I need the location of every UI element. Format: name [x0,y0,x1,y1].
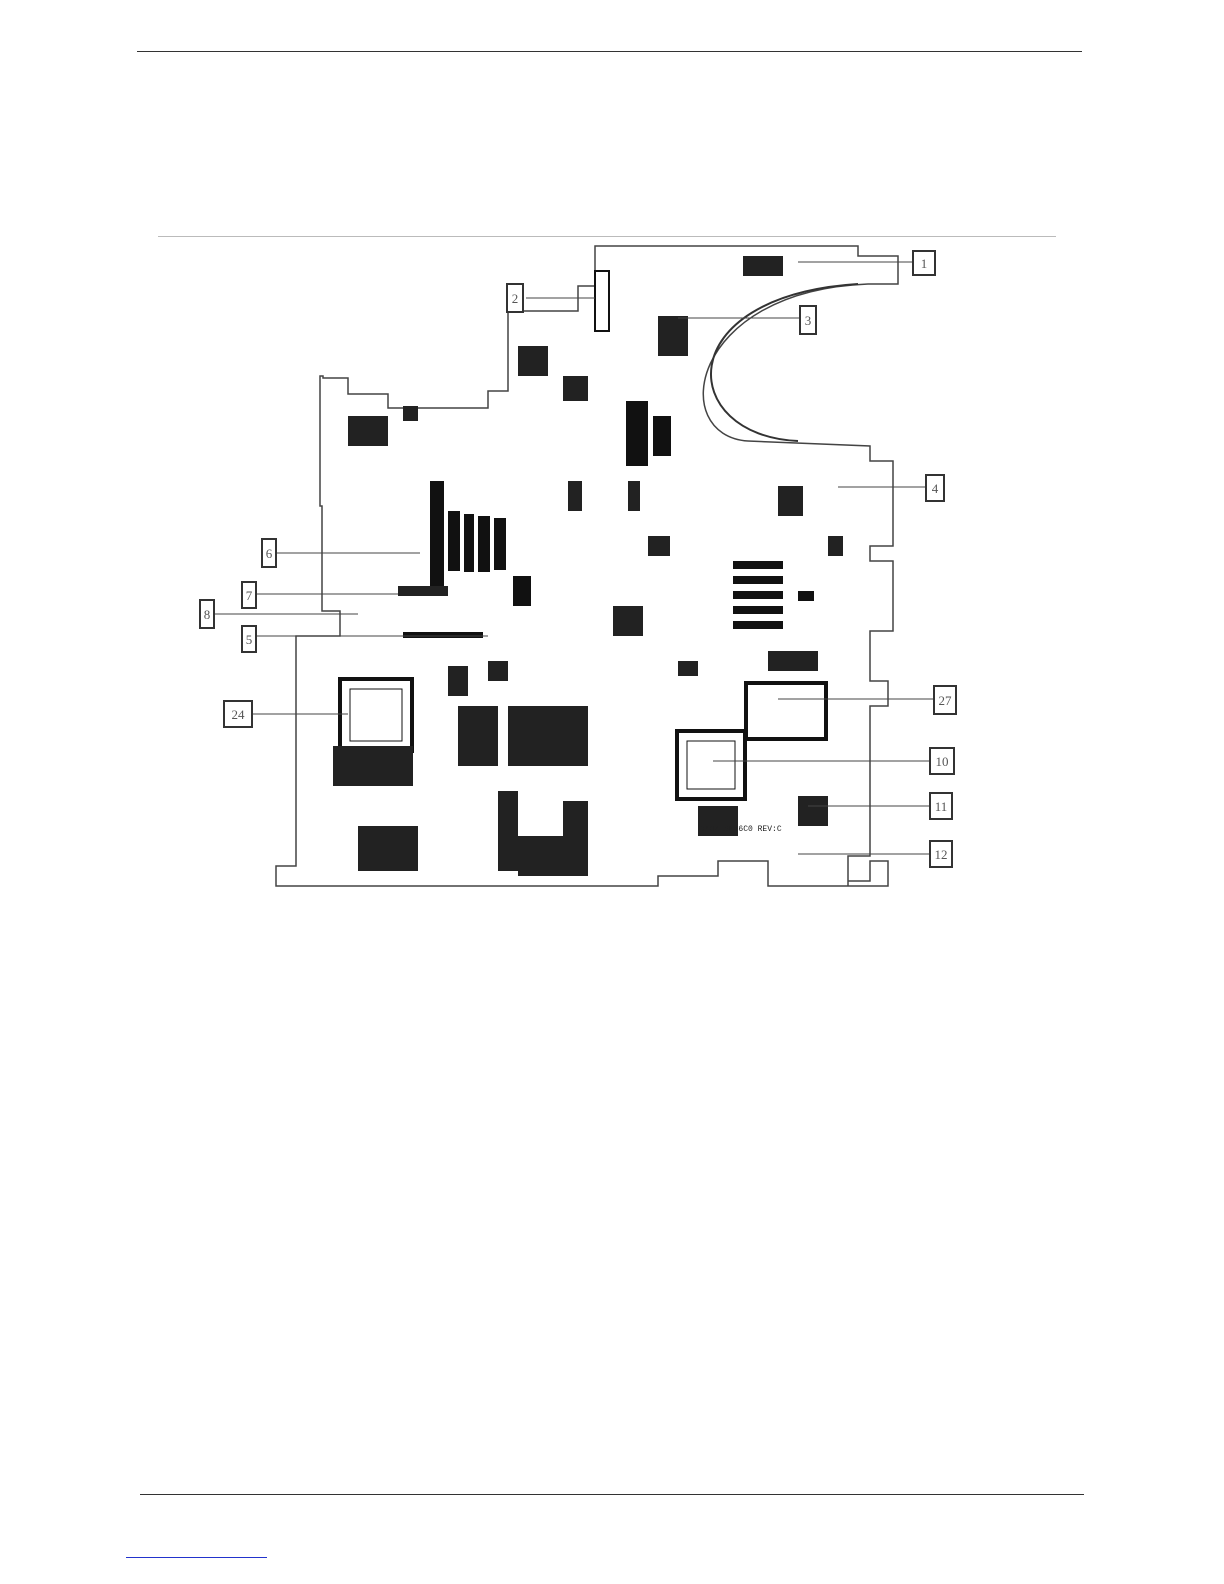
svg-text:24: 24 [232,707,246,722]
svg-text:5: 5 [246,632,253,647]
chip-u27 [746,683,826,739]
header-rule [137,51,1082,52]
callout-11: 11 [930,793,952,819]
connector-top [595,271,609,331]
svg-text:10: 10 [936,754,949,769]
figure-border [158,236,1056,237]
svg-text:7: 7 [246,588,253,603]
callout-10: 10 [930,748,954,774]
svg-text:4: 4 [932,481,939,496]
footer-rule [140,1494,1084,1495]
svg-text:3: 3 [805,313,812,328]
callout-5: 5 [242,626,256,652]
component-array-center [430,401,814,629]
chip-u24 [340,679,412,751]
callout-3: 3 [800,306,816,334]
callout-7: 7 [242,582,256,608]
callout-2: 2 [507,284,523,312]
motherboard-figure: DAOZLSMB6C0 REV:C 1 2 3 [158,236,1056,912]
footer-link-underline[interactable] [126,1557,267,1558]
motherboard-layout-diagram: DAOZLSMB6C0 REV:C 1 2 3 [158,236,1056,912]
connector-strip [403,632,483,638]
svg-text:8: 8 [204,607,211,622]
chip-u10 [677,731,745,799]
svg-text:6: 6 [266,546,273,561]
svg-text:11: 11 [935,799,948,814]
callout-4: 4 [926,475,944,501]
callout-24: 24 [224,701,252,727]
callout-8: 8 [200,600,214,628]
svg-text:1: 1 [921,256,928,271]
callout-6: 6 [262,539,276,567]
fan-cutout-arc [711,284,858,441]
svg-text:27: 27 [939,693,953,708]
svg-text:2: 2 [512,291,519,306]
board-silkscreen-label: DAOZLSMB6C0 REV:C [700,825,782,834]
callout-1: 1 [913,251,935,275]
board-outline [276,246,898,886]
callout-12: 12 [930,841,952,867]
callout-27: 27 [934,686,956,714]
svg-text:12: 12 [935,847,948,862]
